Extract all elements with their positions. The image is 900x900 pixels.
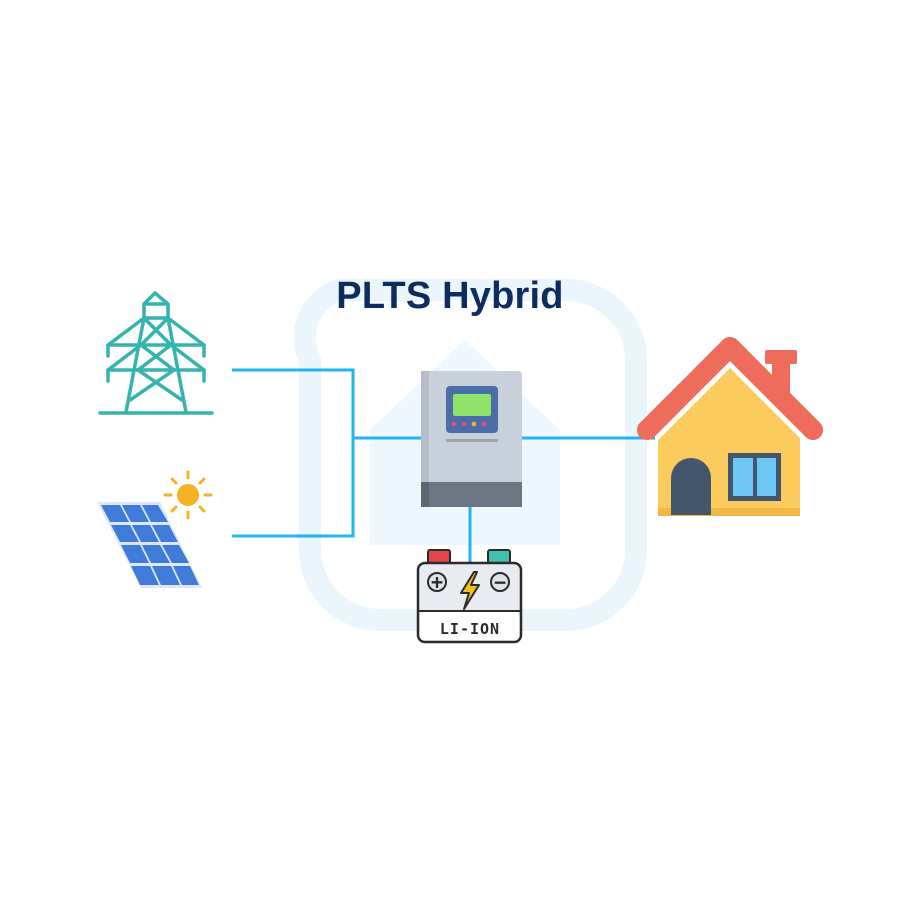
roof bbox=[637, 337, 823, 440]
solar-panel-icon bbox=[97, 502, 202, 588]
lightning-bolt-icon bbox=[460, 571, 480, 610]
inverter-screen bbox=[453, 394, 491, 416]
battery-plus-terminal bbox=[427, 549, 451, 564]
hybrid-inverter-icon bbox=[421, 371, 522, 507]
diagram-title: PLTS Hybrid bbox=[336, 275, 564, 317]
battery-icon: + − LI-ION bbox=[416, 549, 523, 644]
door bbox=[671, 458, 711, 515]
battery-minus-symbol: − bbox=[494, 570, 506, 594]
sun-icon bbox=[163, 470, 213, 520]
house-icon bbox=[637, 337, 823, 516]
transmission-tower-icon bbox=[98, 291, 214, 415]
solar-wire bbox=[232, 438, 355, 538]
battery-label: LI-ION bbox=[440, 620, 500, 638]
battery-minus-terminal bbox=[487, 549, 511, 564]
battery-plus-symbol: + bbox=[431, 570, 443, 594]
grid-wire bbox=[232, 368, 425, 440]
connection-wires bbox=[232, 368, 655, 565]
